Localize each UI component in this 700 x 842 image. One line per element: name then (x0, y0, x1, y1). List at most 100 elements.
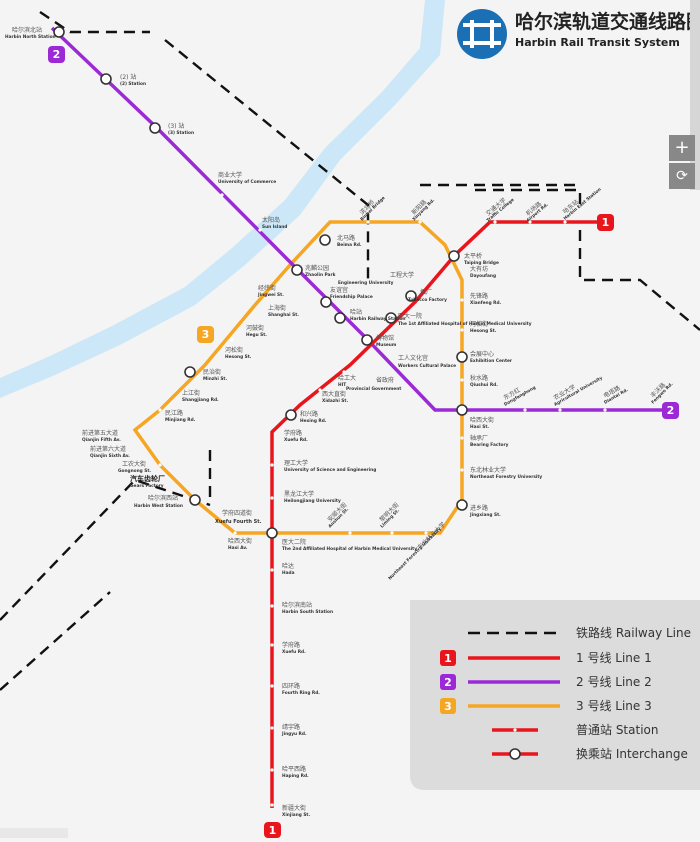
vertical-scrollbar[interactable] (690, 0, 700, 190)
interchange-minzhi[interactable] (184, 366, 196, 378)
station-cn: 前进第六大道 (90, 445, 126, 453)
station-en: Beima Rd. (337, 242, 362, 248)
station-en: Gears Factory (130, 483, 164, 489)
station-en: (3) Station (168, 130, 194, 136)
station-cn: 工程大学 (390, 271, 414, 279)
interchange-east[interactable] (456, 351, 468, 363)
station-cn: 轴承厂 (470, 434, 488, 442)
station-en: Minzhi St. (203, 376, 227, 382)
interchange-harbin-west[interactable] (189, 494, 201, 506)
badge-line2-east-text: 2 (667, 404, 675, 417)
station-cn: 友谊宫 (330, 286, 348, 294)
station-en: Haping Rd. (282, 773, 309, 779)
station-cn: 太阳岛 (262, 216, 280, 224)
badge-line2-west[interactable] (48, 46, 65, 63)
station-en: Zhaolin Park (305, 272, 336, 278)
station-en: Gongnong St. (118, 468, 151, 474)
station-en: Harbin Railway Station (350, 316, 406, 322)
station-en: Haxi St. (470, 424, 489, 430)
legend-line2-badge (440, 674, 456, 690)
badge-line1-south[interactable] (264, 822, 281, 838)
bottom-left-overlay (0, 828, 68, 838)
harbin-metro-logo-icon (457, 9, 507, 59)
station-cn: 哈达 (282, 562, 294, 570)
badge-line1-east[interactable] (597, 214, 614, 231)
station-cn: 进乡路 (470, 504, 488, 512)
station-en: HIT (338, 382, 346, 388)
station-en: Shangjiang Rd. (182, 397, 219, 403)
station-en: Sun Island (262, 224, 287, 230)
interchange-museum[interactable] (361, 334, 373, 346)
title-en: Harbin Rail Transit System (515, 36, 680, 49)
station-cn: 哈工大 (338, 374, 356, 382)
station-en: Northeast Forestry University (470, 474, 542, 480)
station-cn: (2) 站 (120, 73, 136, 81)
station-cn: 烟厂 (420, 288, 432, 296)
legend-line3-badge-text: 3 (444, 700, 452, 713)
legend-line1-label: 1 号线 Line 1 (576, 651, 652, 665)
station-en: The 2nd Affiliated Hospital of Harbin Me… (282, 546, 417, 552)
legend-line1-badge-text: 1 (444, 652, 452, 665)
station-ticks (138, 193, 607, 807)
badge-line2-east[interactable] (662, 402, 679, 419)
interchange-haxi[interactable] (456, 404, 468, 416)
line-badges: 2 1 3 2 1 (48, 46, 679, 838)
station-cn: 上海街 (268, 304, 286, 312)
railway-lines (0, 11, 700, 691)
line-1 (270, 220, 605, 808)
interchange-taiping-bridge[interactable] (448, 250, 460, 262)
station-en: Engineering University (338, 280, 394, 286)
station-cn: 北马路 (337, 234, 355, 242)
interchange-3-station[interactable] (149, 122, 161, 134)
interchange-2-station[interactable] (100, 73, 112, 85)
interchange-jingxiang[interactable] (456, 499, 468, 511)
station-en: Hesong St. (470, 328, 497, 334)
interchange-zhaolin-park[interactable] (291, 264, 303, 276)
station-cn: 河松街 (225, 346, 243, 354)
station-cn: 哈西大街 (228, 537, 252, 545)
station-en: Minjiang Rd. (165, 417, 196, 423)
station-cn: 工人文化宫 (398, 354, 428, 362)
station-en: Qianjin Sixth Av. (90, 453, 130, 459)
badge-line1-south-text: 1 (269, 824, 277, 837)
interchange-beima-rd[interactable] (319, 234, 331, 246)
interchange-tobacco-factory[interactable] (405, 290, 417, 302)
legend-panel: 铁路线 Railway Line 1 1 号线 Line 1 2 2 号线 Li… (410, 600, 700, 790)
station-cn: 大有坊 (470, 265, 488, 273)
interchange-railway-station[interactable] (334, 312, 346, 324)
zoom-in-button[interactable]: + (669, 135, 695, 161)
station-cn: 会展中心 (470, 350, 494, 358)
station-cn: 河鼓街 (246, 324, 264, 332)
badge-line3[interactable] (197, 326, 214, 343)
station-en: Harbin West Station (134, 503, 183, 509)
station-en: Fourth Ring Rd. (282, 690, 320, 696)
interchange-hexing[interactable] (285, 409, 297, 421)
station-en: Xuefu Rd. (282, 649, 306, 655)
interchange-harbin-north[interactable] (53, 26, 65, 38)
legend-line3-label: 3 号线 Line 3 (576, 699, 652, 713)
station-cn: 先锋路 (470, 292, 488, 300)
station-cn: 太平桥 (464, 252, 482, 260)
station-cn: 哈尔滨南站 (282, 601, 312, 609)
reset-view-button[interactable]: ⟳ (669, 163, 695, 189)
interchange-workers-palace[interactable] (385, 312, 397, 324)
station-en: Museum (376, 342, 397, 348)
legend-line1-badge (440, 650, 456, 666)
title-cn: 哈尔滨轨道交通线路图 (515, 10, 700, 33)
station-cn: 靖宇路 (282, 723, 300, 731)
interchange-2nd-hospital[interactable] (266, 527, 278, 539)
station-en: Tobacco Factory (408, 297, 447, 303)
station-en: Harbin South Station (282, 609, 333, 615)
interchange-gongcheng[interactable] (320, 296, 332, 308)
station-en: Friendship Palace (330, 294, 373, 300)
title-block: 哈尔滨轨道交通线路图 Harbin Rail Transit System (457, 9, 700, 59)
legend-railway-label: 铁路线 Railway Line (576, 625, 691, 640)
station-cn: 商业大学 (218, 171, 242, 179)
station-cn: 兆麟公园 (305, 264, 329, 272)
station-en: Dayoufang (470, 273, 496, 279)
station-en: Hexing Rd. (300, 418, 327, 424)
badge-line1-east-text: 1 (602, 216, 610, 229)
station-en: Hada (282, 570, 295, 576)
station-cn: 哈站 (350, 308, 362, 316)
